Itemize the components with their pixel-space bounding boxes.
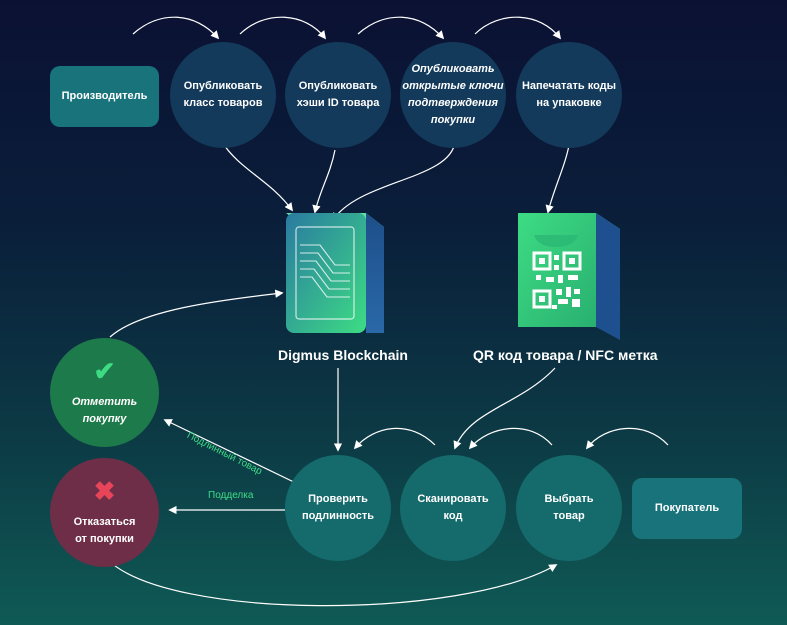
refuse-purchase-node: ✖ Отказаться от покупки xyxy=(50,458,159,567)
arrow-hash-to-chain xyxy=(312,149,336,214)
arc-1 xyxy=(132,16,220,40)
blockchain-caption: Digmus Blockchain xyxy=(278,347,408,363)
scan-node: Сканировать код xyxy=(400,455,506,561)
producer-node: Производитель xyxy=(50,66,159,127)
arc-b2 xyxy=(468,427,553,450)
arc-3 xyxy=(357,16,445,40)
blockchain-cube-icon xyxy=(286,213,384,333)
arc-2 xyxy=(239,16,327,40)
publish-class-node: Опубликовать класс товаров xyxy=(170,42,276,148)
buyer-node: Покупатель xyxy=(632,478,742,539)
arrow-class-to-chain xyxy=(221,141,293,212)
fake-label: Подделка xyxy=(208,490,254,501)
refuse-purchase-label: Отказаться от покупки xyxy=(73,515,136,545)
arrow-qr-to-scan xyxy=(453,367,556,450)
publish-hash-node: Опубликовать хэши ID товара xyxy=(285,42,391,148)
qr-caption: QR код товара / NFC метка xyxy=(473,347,658,363)
arc-4 xyxy=(474,16,562,40)
mark-purchase-node: ✔ Отметить покупку xyxy=(50,338,159,447)
arrow-verify-to-mark xyxy=(163,419,301,486)
arrow-refuse-to-choose xyxy=(107,559,558,607)
qr-box-icon xyxy=(518,213,620,340)
verify-node: Проверить подлинность xyxy=(285,455,391,561)
arc-b1 xyxy=(353,427,436,450)
arc-b3 xyxy=(585,427,669,450)
choose-node: Выбрать товар xyxy=(516,455,622,561)
check-icon: ✔ xyxy=(93,355,116,386)
arrow-keys-to-chain xyxy=(332,141,456,222)
print-codes-node: Напечатать коды на упаковке xyxy=(516,42,622,148)
cross-icon: ✖ xyxy=(93,475,116,506)
arrow-mark-to-chain xyxy=(109,289,284,338)
mark-purchase-label: Отметить покупку xyxy=(71,395,138,425)
publish-keys-node: Опубликовать открытые ключи подтверждени… xyxy=(400,42,506,148)
